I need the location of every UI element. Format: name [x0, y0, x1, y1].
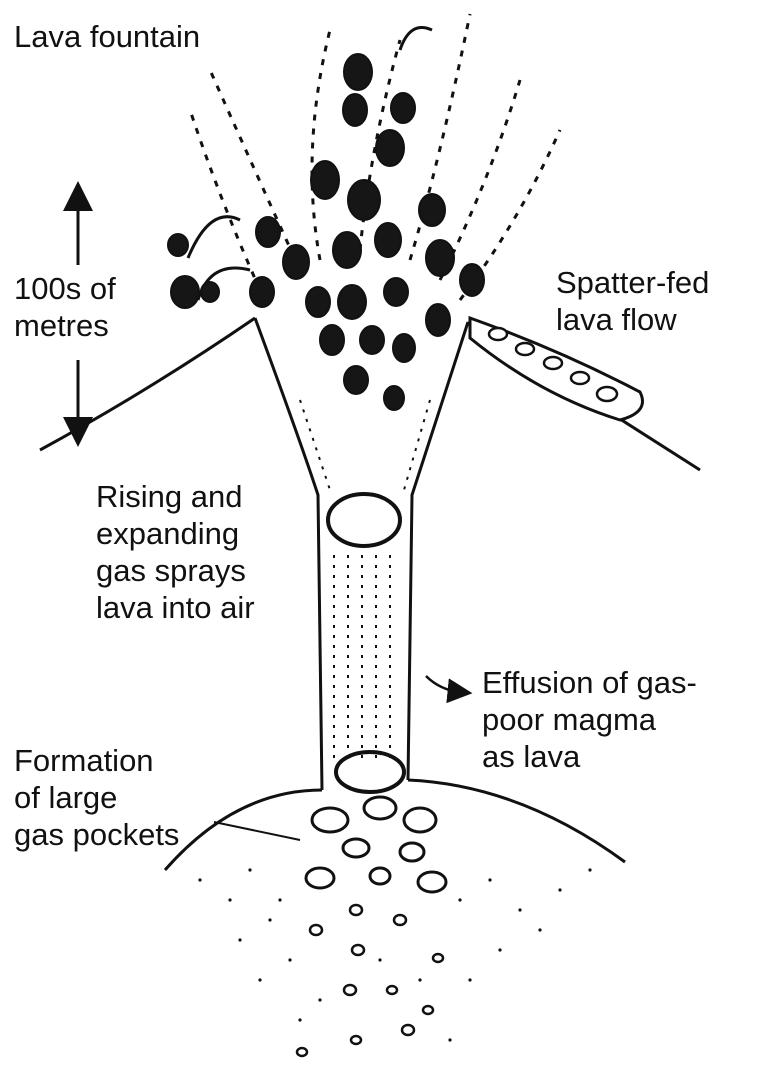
chamber-stipple: [198, 868, 591, 1041]
effusion-arrow: [426, 676, 460, 692]
label-effusion: Effusion of gas- poor magma as lava: [482, 664, 697, 775]
fountain-trails: [190, 14, 560, 300]
chamber-gas-pockets: [306, 797, 446, 892]
label-gas-pockets: Formation of large gas pockets: [14, 742, 179, 853]
label-lava-fountain: Lava fountain: [14, 18, 200, 55]
conduit-left-wall: [255, 318, 322, 790]
conduit-right-wall: [408, 322, 468, 780]
magma-chamber-outline: [165, 780, 625, 870]
label-rising-gas: Rising and expanding gas sprays lava int…: [96, 478, 255, 626]
rising-gas-bubble: [328, 494, 400, 546]
label-spatter-fed-flow: Spatter-fed lava flow: [556, 264, 709, 338]
label-height: 100s of metres: [14, 270, 116, 344]
lava-bombs: [168, 54, 484, 410]
gas-pockets-pointer: [214, 822, 300, 840]
base-gas-pocket: [336, 752, 404, 792]
